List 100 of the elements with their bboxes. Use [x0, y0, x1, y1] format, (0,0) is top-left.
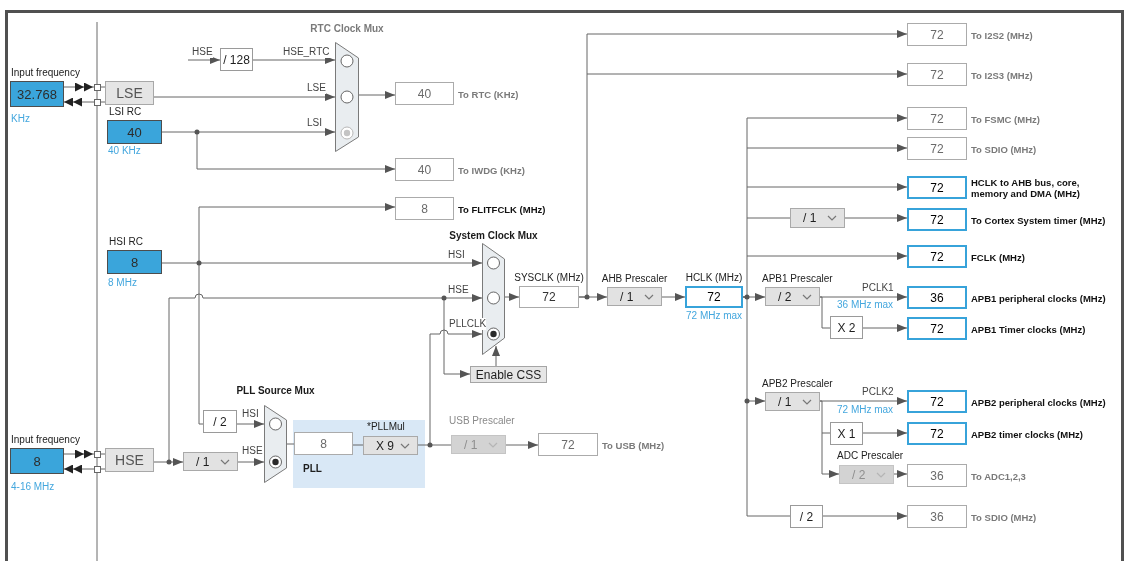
output-label: To SDIO (MHz) — [971, 143, 1037, 154]
arrow — [196, 131, 396, 173]
frequency-output-field: 36 — [907, 286, 967, 309]
connector-line — [417, 444, 431, 446]
divider-block: / 128 — [220, 48, 253, 71]
connector-line — [161, 131, 198, 133]
frequency-output-field: 72 — [907, 245, 967, 268]
field-label: SYSCLK (MHz) — [514, 272, 584, 284]
arrow — [492, 345, 500, 367]
frequency-note: 8 MHz — [108, 277, 137, 289]
arrow — [198, 259, 483, 267]
connector-line — [746, 400, 791, 517]
arrow — [746, 183, 908, 191]
connector-line — [352, 444, 364, 446]
arrow — [187, 56, 221, 64]
arrow — [358, 91, 396, 99]
frequency-output-field: 72 — [538, 433, 598, 456]
arrow — [821, 432, 840, 478]
signal-label: LSE — [307, 82, 326, 94]
output-label: To FLITFCLK (MHz) — [458, 203, 546, 214]
output-label: To FSMC (MHz) — [971, 113, 1040, 124]
field-label: LSI RC — [109, 106, 142, 118]
frequency-output-field: 72 — [907, 107, 967, 130]
connector-line — [746, 147, 748, 188]
signal-label: HSE — [448, 284, 469, 296]
frequency-output-field: 72 — [907, 422, 967, 445]
frequency-output-field: 8 — [395, 197, 454, 220]
frequency-note: 4-16 MHz — [11, 481, 55, 493]
prescaler-dropdown: / 1 — [607, 287, 662, 306]
arrow — [443, 294, 483, 302]
css-toggle-button: Enable CSS — [470, 366, 547, 383]
prescaler-dropdown: / 2 — [765, 287, 820, 306]
frequency-output-field: 36 — [907, 464, 967, 487]
output-label: To SDIO (MHz) — [971, 511, 1037, 522]
signal-label: LSI — [307, 117, 322, 129]
frequency-output-field: 40 — [395, 158, 454, 181]
output-label: To RTC (KHz) — [458, 88, 519, 99]
oscillator-block: HSE — [105, 448, 154, 472]
connector-line — [198, 262, 204, 425]
prescaler-dropdown: / 1 — [451, 435, 506, 454]
output-label: To I2S2 (MHz) — [971, 29, 1033, 40]
frequency-output-field: 72 — [907, 137, 967, 160]
double-arrow — [63, 98, 106, 107]
connector-line — [742, 296, 748, 402]
double-arrow — [63, 465, 106, 474]
connector-line — [429, 444, 452, 446]
field-label: APB1 Prescaler — [762, 273, 833, 285]
connector-line — [819, 296, 831, 329]
output-label: APB2 peripheral clocks (MHz) — [971, 396, 1106, 407]
connector-line — [168, 293, 445, 463]
prescaler-dropdown: / 2 — [839, 465, 894, 484]
oscillator-block: LSE — [105, 81, 154, 105]
output-label: HCLK to AHB bus, core, memory and DMA (MHz) — [971, 176, 1081, 199]
signal-label: HSE — [242, 445, 263, 457]
output-label: To Cortex System timer (MHz) — [971, 214, 1106, 225]
arrow — [198, 203, 396, 264]
arrow — [236, 420, 265, 428]
connector-line — [746, 217, 791, 219]
frequency-output-field: 72 — [685, 286, 743, 308]
field-label: USB Prescaler — [449, 415, 515, 427]
frequency-output-field: 72 — [519, 286, 579, 308]
output-label: APB1 peripheral clocks (MHz) — [971, 292, 1106, 303]
output-label: APB1 Timer clocks (MHz) — [971, 323, 1086, 334]
connector-line — [286, 443, 295, 445]
arrow — [252, 56, 336, 64]
input-frequency-field: 40 — [107, 120, 162, 144]
frequency-note: KHz — [11, 113, 30, 125]
frequency-output-field: 8 — [294, 432, 353, 455]
arrow — [586, 70, 908, 78]
divider-block: / 2 — [203, 410, 237, 433]
prescaler-dropdown: / 1 — [765, 392, 820, 411]
field-label: HCLK (MHz) — [685, 272, 743, 284]
connector-line — [153, 461, 170, 463]
input-frequency-field: 8 — [107, 250, 162, 274]
frequency-output-field: 72 — [907, 390, 967, 413]
arrow — [844, 214, 908, 222]
arrow — [443, 297, 471, 378]
output-label: To IWDG (KHz) — [458, 164, 525, 175]
arrow — [661, 293, 686, 301]
arrow — [153, 93, 336, 101]
signal-label: HSI — [242, 408, 259, 420]
arrow — [429, 329, 483, 446]
output-label: FCLK (MHz) — [971, 251, 1025, 262]
connector-line — [746, 186, 748, 219]
signal-label: PLLCLK — [449, 318, 487, 330]
frequency-note: 72 MHz max — [686, 310, 743, 322]
arrow — [862, 324, 908, 332]
output-label: APB2 timer clocks (MHz) — [971, 428, 1083, 439]
prescaler-dropdown: / 1 — [790, 208, 845, 228]
frequency-limit-note: 72 MHz max — [837, 404, 894, 416]
arrow — [822, 512, 908, 520]
arrow — [746, 397, 766, 405]
multiplier-block: X 2 — [830, 316, 863, 339]
frequency-output-field: 72 — [907, 317, 967, 340]
connector-line — [578, 73, 588, 298]
arrow — [746, 252, 908, 260]
frequency-output-field: 72 — [907, 63, 967, 86]
frequency-note: 40 KHz — [108, 145, 141, 157]
pll-panel — [293, 420, 425, 488]
mux-label: PLL Source Mux — [236, 385, 315, 397]
